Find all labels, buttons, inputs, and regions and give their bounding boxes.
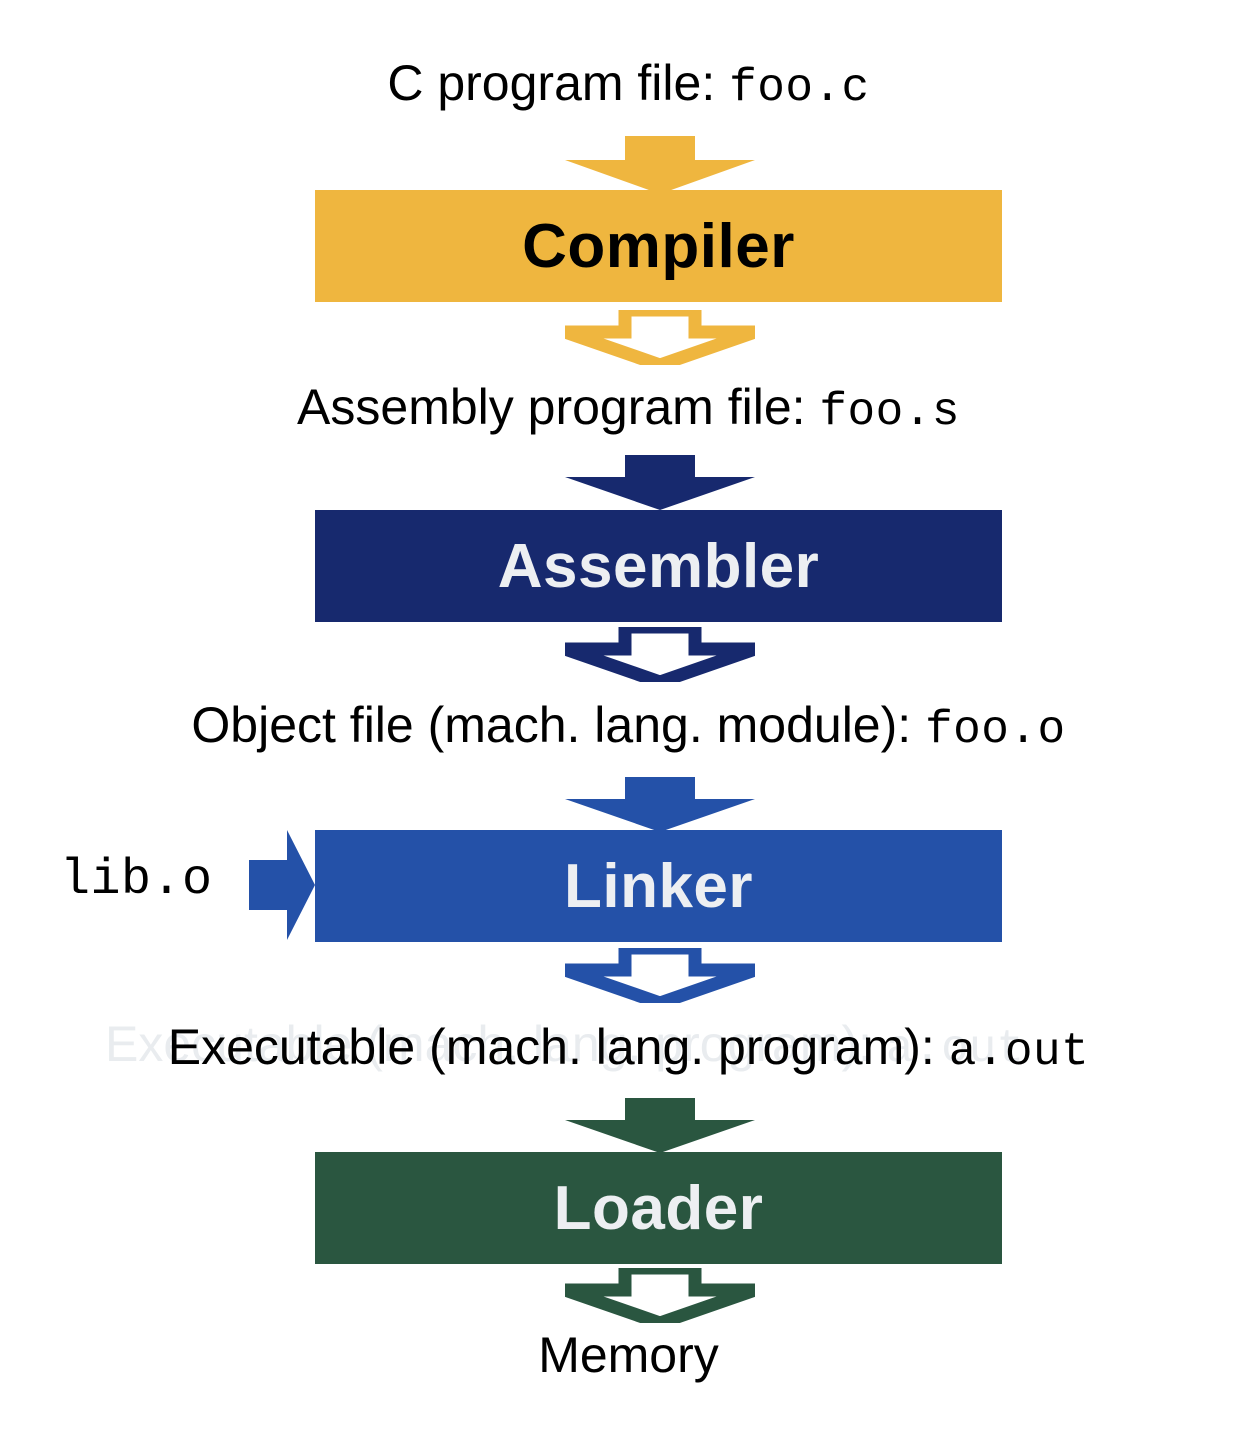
arrow-assembly-to-assembler [565, 455, 755, 510]
label-source-file-prefix: C program file: [387, 55, 730, 111]
arrow-loader-to-memory [565, 1268, 755, 1323]
label-executable-file-name: a.out [948, 1026, 1090, 1078]
stage-label-compiler: Compiler [522, 211, 795, 281]
arrow-linker-to-executable [565, 948, 755, 1003]
arrow-object-to-linker [565, 777, 755, 832]
arrow-assembler-to-object [565, 627, 755, 682]
label-memory: Memory [0, 1330, 1257, 1380]
label-lib-object-file: lib.o [60, 852, 213, 909]
stage-box-linker[interactable]: Linker [315, 830, 1002, 942]
stage-box-loader[interactable]: Loader [315, 1152, 1002, 1264]
stage-label-linker: Linker [563, 851, 754, 921]
stage-label-assembler: Assembler [497, 531, 820, 601]
label-object-file: Object file (mach. lang. module): foo.o [0, 700, 1257, 753]
label-memory-text: Memory [538, 1327, 719, 1383]
label-assembly-file-prefix: Assembly program file: [297, 379, 820, 435]
label-assembly-file: Assembly program file: foo.s [0, 382, 1257, 435]
arrow-compiler-to-assembly [565, 310, 755, 365]
label-executable-file-ghost: Executable (mach. lang. program): a.out [105, 1015, 1024, 1075]
label-executable-file-ghost-prefix: Executable (mach. lang. program): [105, 1016, 886, 1072]
label-source-file: C program file: foo.c [0, 58, 1257, 111]
arrow-lib-into-linker [249, 830, 315, 940]
label-assembly-file-name: foo.s [819, 386, 960, 438]
label-object-file-name: foo.o [925, 704, 1066, 756]
label-executable-file-prefix: Executable (mach. lang. program): [167, 1019, 949, 1075]
stage-box-compiler[interactable]: Compiler [315, 190, 1002, 302]
label-executable-file-ghost-name: a.out [885, 1023, 1024, 1075]
label-object-file-prefix: Object file (mach. lang. module): [191, 697, 926, 753]
arrow-executable-to-loader [565, 1098, 755, 1153]
arrow-source-to-compiler [565, 136, 755, 194]
label-executable-file: Executable (mach. lang. program): a.out [0, 1022, 1257, 1075]
stage-label-loader: Loader [553, 1173, 764, 1243]
stage-box-assembler[interactable]: Assembler [315, 510, 1002, 622]
label-source-file-name: foo.c [729, 62, 870, 114]
